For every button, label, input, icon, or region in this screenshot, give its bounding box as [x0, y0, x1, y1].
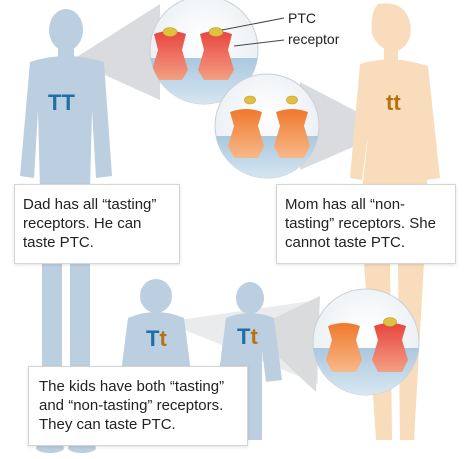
kids-caption-line: The kids have both “tasting” — [39, 378, 225, 395]
zoom-cone-mom — [300, 82, 392, 170]
ptc-label: PTC — [288, 10, 316, 26]
kid-tasting-receptor — [372, 323, 408, 372]
ptc-pointer — [221, 17, 285, 31]
mom-silhouette — [350, 3, 440, 190]
tasting-receptor-2 — [198, 31, 234, 80]
mom-caption-line: cannot taste PTC. — [285, 234, 406, 251]
kids-zoom-bubble — [312, 288, 420, 396]
kid2-allele-t: t — [250, 324, 258, 349]
kid1-silhouette — [120, 279, 192, 380]
kids-caption-line: They can taste PTC. — [39, 416, 176, 433]
non-tasting-receptor-2 — [274, 109, 310, 158]
kid1-genotype: Tt — [146, 326, 167, 352]
kids-caption: The kids have both “tasting” and “non-ta… — [28, 366, 248, 446]
zoom-cone-dad — [72, 4, 160, 100]
ptc-molecule-5 — [383, 317, 397, 327]
ptc-molecule-4 — [286, 95, 298, 105]
tasting-receptor-1 — [152, 31, 188, 80]
kid-non-tasting-receptor — [326, 323, 362, 372]
kid2-genotype: Tt — [237, 324, 258, 350]
mom-caption: Mom has all “non- tasting” receptors. Sh… — [276, 184, 456, 264]
ptc-molecule-2 — [208, 27, 224, 37]
mom-caption-line: tasting” receptors. She — [285, 215, 436, 232]
receptor-pointer — [233, 39, 285, 47]
mom-caption-line: Mom has all “non- — [285, 196, 406, 213]
ptc-molecule-3 — [244, 95, 256, 105]
kid1-allele-T: T — [146, 326, 160, 351]
dad-genotype: TT — [48, 90, 75, 115]
dad-caption: Dad has all “tasting” receptors. He can … — [14, 184, 180, 264]
kids-caption-line: and “non-tasting” receptors. — [39, 397, 224, 414]
kid1-allele-t: t — [159, 326, 167, 351]
receptor-label: receptor — [288, 31, 340, 47]
dad-caption-line: Dad has all “tasting” — [23, 196, 157, 213]
dad-caption-line: taste PTC. — [23, 234, 94, 251]
ptc-molecule-1 — [162, 27, 178, 37]
dad-caption-line: receptors. He can — [23, 215, 142, 232]
non-tasting-receptor-1 — [228, 109, 264, 158]
mom-genotype: tt — [386, 90, 401, 115]
kid2-allele-T: T — [237, 324, 251, 349]
